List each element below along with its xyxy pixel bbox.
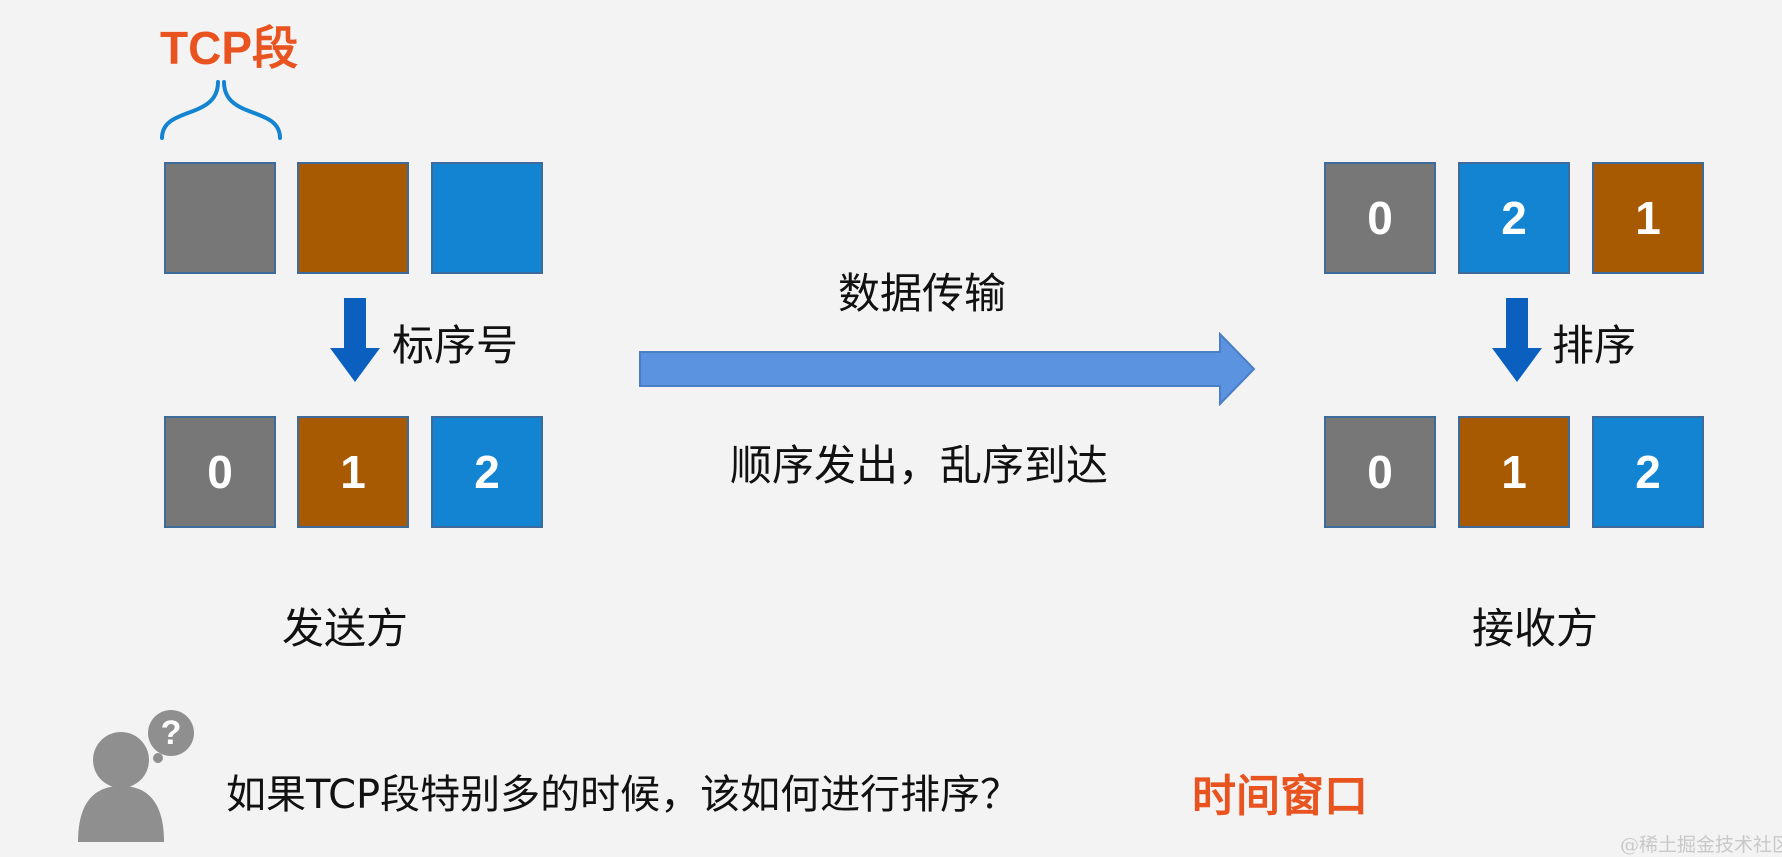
down-arrow-icon	[1492, 298, 1542, 382]
right-arrow-icon	[639, 332, 1256, 406]
sender-raw-segment	[297, 162, 409, 274]
question-text: 如果TCP段特别多的时候，该如何进行排序？	[226, 772, 1021, 818]
receiver-arrived-segment: 0	[1324, 162, 1436, 274]
watermark: @稀土掘金技术社区	[1620, 834, 1782, 856]
receiver-sorted-segment: 0	[1324, 416, 1436, 528]
receiver-sorted-segment: 1	[1458, 416, 1570, 528]
tcp-segment-label: TCP段	[160, 22, 298, 74]
transfer-bottom-label: 顺序发出，乱序到达	[730, 441, 1109, 490]
transfer-top-label: 数据传输	[838, 269, 1007, 318]
receiver-caption: 接收方	[1472, 604, 1599, 653]
sender-raw-segment	[431, 162, 543, 274]
answer-text: 时间窗口	[1192, 772, 1368, 821]
receiver-arrived-segment: 1	[1592, 162, 1704, 274]
question-badge-icon: ?	[148, 710, 194, 756]
sender-numbered-segment: 2	[431, 416, 543, 528]
sender-numbered-segment: 0	[164, 416, 276, 528]
sender-raw-segment	[164, 162, 276, 274]
sender-caption: 发送方	[282, 604, 409, 653]
curly-brace-icon	[160, 80, 282, 140]
down-arrow-icon	[330, 298, 380, 382]
number-step-label: 标序号	[392, 321, 519, 370]
receiver-arrived-segment: 2	[1458, 162, 1570, 274]
sender-numbered-segment: 1	[297, 416, 409, 528]
receiver-sorted-segment: 2	[1592, 416, 1704, 528]
sort-step-label: 排序	[1552, 321, 1637, 370]
